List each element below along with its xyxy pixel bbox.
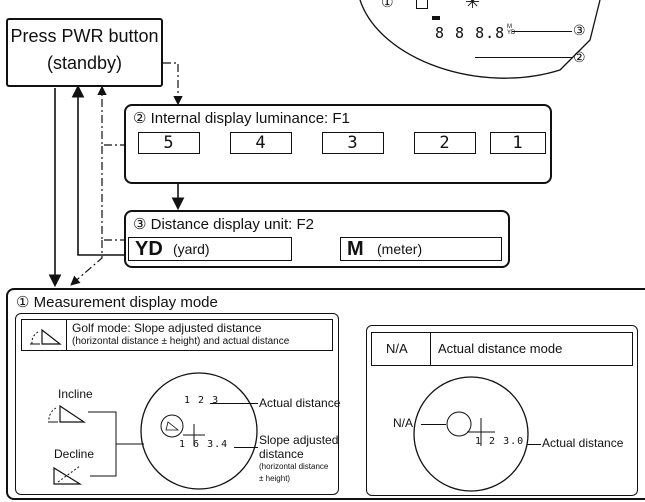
f2-title: ③ Distance display unit: F2 bbox=[133, 216, 315, 233]
actual-na-label: N/A bbox=[393, 416, 414, 430]
callout-line-2 bbox=[475, 57, 572, 58]
measure-title: ① Measurement display mode bbox=[16, 294, 218, 311]
actual-header-na: N/A bbox=[386, 341, 408, 356]
actual-viewfinder bbox=[413, 376, 529, 492]
f1-level-1: 1 bbox=[490, 132, 546, 154]
golf-reading-actual: 1 2 3 bbox=[184, 395, 220, 406]
device-icon-box bbox=[416, 0, 428, 9]
m-big: M bbox=[347, 238, 364, 260]
golf-mode-panel: Golf mode: Slope adjusted distance (hori… bbox=[15, 313, 341, 495]
actual-reading: 1 2 3.0 bbox=[475, 436, 525, 447]
slope-label-4: ± height) bbox=[259, 474, 291, 483]
f1-level-2: 2 bbox=[414, 132, 476, 154]
pwr-line1: Press PWR button bbox=[10, 26, 159, 46]
decline-label: Decline bbox=[54, 447, 95, 461]
f1-level-3: 3 bbox=[322, 132, 384, 154]
slope-label-2: distance bbox=[259, 447, 304, 461]
actual-mode-panel: N/A Actual distance mode N/A 1 2 3.0 Act… bbox=[366, 325, 638, 496]
actual-distance-label: Actual distance bbox=[542, 436, 624, 450]
device-unit-indicator: M YD bbox=[507, 24, 516, 36]
callout-2: ② bbox=[573, 49, 586, 65]
pwr-standby-box: Press PWR button (standby) bbox=[6, 18, 163, 87]
golf-header-line2: (horizontal distance ± height) and actua… bbox=[72, 336, 290, 347]
f1-level-4: 4 bbox=[230, 132, 292, 154]
luminance-f1-box: ② Internal display luminance: F1 5 4 3 2… bbox=[124, 104, 552, 184]
actual-header: N/A Actual distance mode bbox=[371, 332, 633, 366]
f1-level-5: 5 bbox=[138, 132, 200, 154]
device-crosshair-icon: ✳ bbox=[465, 0, 481, 12]
incline-label: Incline bbox=[58, 387, 93, 401]
golf-viewfinder bbox=[140, 372, 258, 490]
actual-header-title: Actual distance mode bbox=[438, 341, 563, 356]
callout-line-3 bbox=[512, 31, 572, 32]
callout-3: ③ bbox=[573, 22, 586, 38]
slope-label-3: (horizontal distance bbox=[259, 462, 329, 471]
unit-yard-option: YD (yard) bbox=[128, 237, 292, 261]
device-display-outline bbox=[359, 0, 601, 79]
yd-small: (yard) bbox=[173, 241, 210, 257]
incline-icon bbox=[48, 404, 86, 423]
decline-icon bbox=[53, 465, 83, 485]
pwr-to-f1-arrow bbox=[163, 62, 183, 106]
device-segment-readout: 8 8 8.8 bbox=[435, 24, 506, 42]
bracket-lines bbox=[88, 411, 144, 477]
pwr-line2: (standby) bbox=[46, 53, 123, 73]
golf-header: Golf mode: Slope adjusted distance (hori… bbox=[21, 319, 333, 351]
golf-header-line1: Golf mode: Slope adjusted distance bbox=[72, 321, 262, 335]
callout-1: ① bbox=[381, 0, 394, 10]
f2-solid-return-arrow bbox=[71, 84, 124, 256]
f2-to-measure-arrow bbox=[70, 240, 103, 286]
golf-reading-slope: 1 6 3.4 bbox=[179, 439, 229, 450]
distance-unit-f2-box: ③ Distance display unit: F2 YD (yard) M … bbox=[124, 210, 510, 268]
f1-return-arrow bbox=[97, 85, 128, 146]
unit-meter-option: M (meter) bbox=[340, 237, 502, 261]
yd-big: YD bbox=[135, 238, 163, 260]
slope-label-1: Slope adjusted bbox=[259, 433, 339, 447]
f1-title: ② Internal display luminance: F1 bbox=[133, 110, 350, 127]
golf-actual-distance-label: Actual distance bbox=[259, 396, 341, 410]
device-battery-icon bbox=[432, 16, 440, 20]
golf-mode-icon bbox=[30, 328, 62, 345]
m-small: (meter) bbox=[377, 241, 423, 257]
